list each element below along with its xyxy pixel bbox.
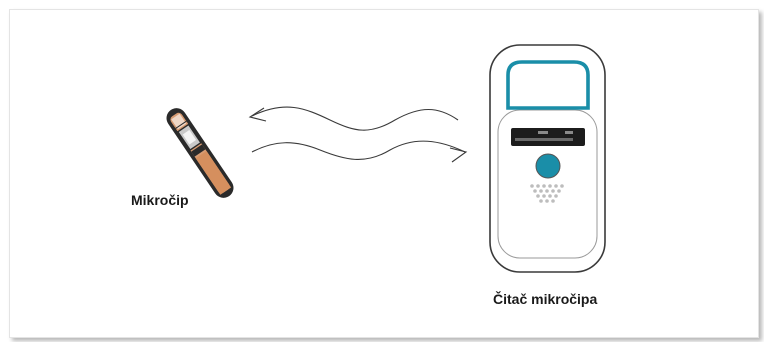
reader-device-icon [490,45,605,272]
reader-label: Čitač mikročipa [493,291,597,307]
microchip-label: Mikročip [131,192,189,208]
wave-arrow-icon [252,141,466,162]
microchip-icon [163,104,238,201]
wave-arrow-icon [250,107,458,130]
